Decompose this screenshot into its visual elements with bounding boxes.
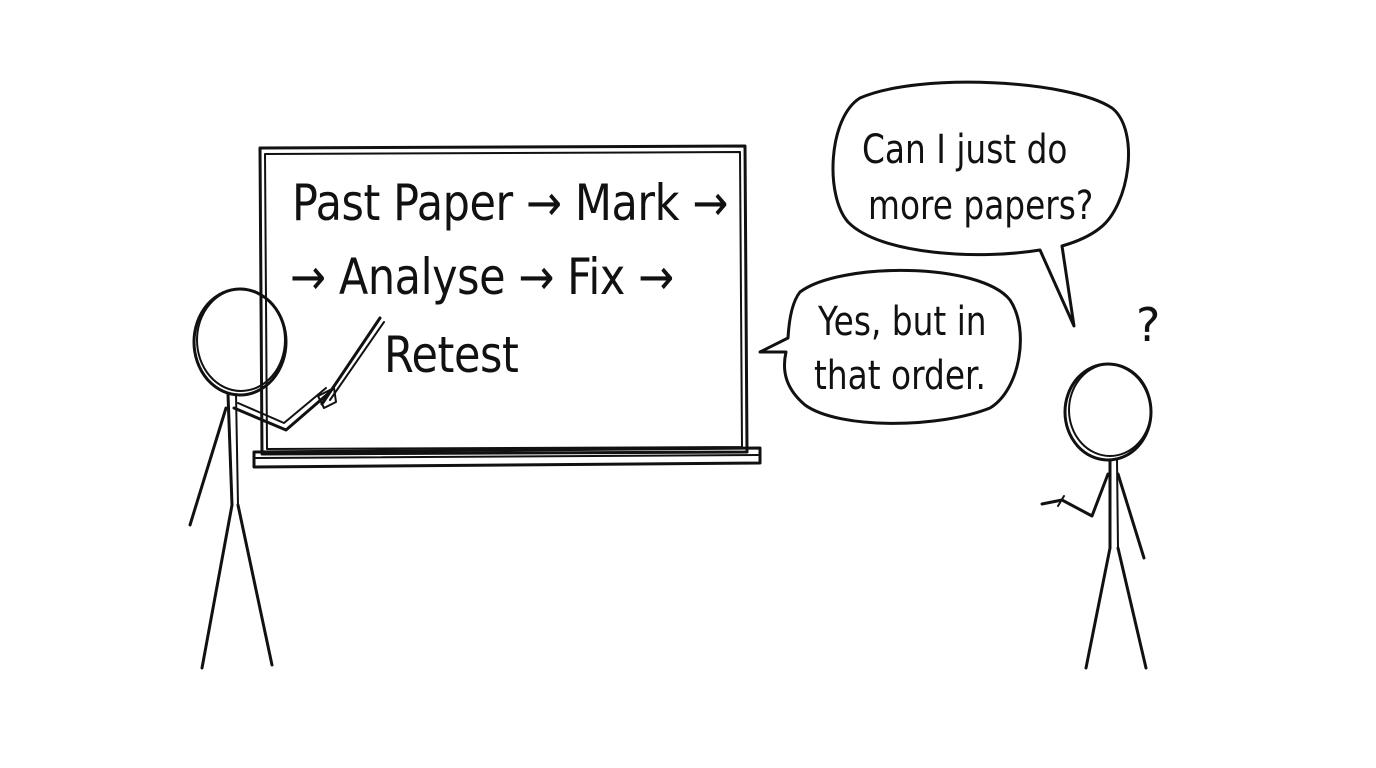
question-mark: ? bbox=[1136, 298, 1161, 352]
student-figure bbox=[1040, 362, 1153, 670]
whiteboard-line-2: → Analyse → Fix → bbox=[290, 248, 674, 306]
teacher-speech-bubble bbox=[758, 269, 1022, 425]
teacher-figure bbox=[188, 287, 332, 670]
student-speech-bubble bbox=[831, 80, 1130, 328]
student-head bbox=[1063, 362, 1153, 462]
teacher-bubble-line-1: Yes, but in bbox=[818, 299, 987, 345]
student-bubble-line-1: Can I just do bbox=[862, 127, 1068, 173]
teacher-bubble-line-2: that order. bbox=[814, 353, 986, 399]
whiteboard-tray bbox=[252, 446, 762, 469]
whiteboard-line-3: Retest bbox=[384, 326, 519, 384]
whiteboard-line-1: Past Paper → Mark → bbox=[292, 174, 728, 232]
student-bubble-line-2: more papers? bbox=[868, 183, 1094, 229]
pointer-stick bbox=[317, 316, 385, 409]
